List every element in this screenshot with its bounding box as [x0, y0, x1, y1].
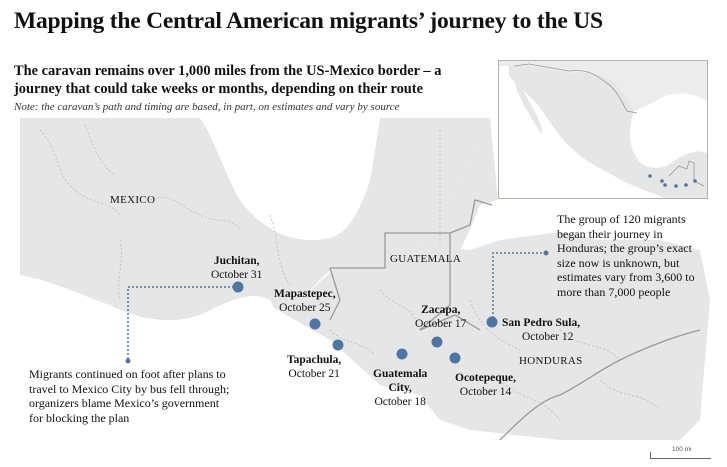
- stop-label-san-pedro-sula: San Pedro Sula, October 12: [502, 316, 580, 344]
- stop-city: Ocotepeque,: [455, 372, 517, 384]
- scale-bar-label: 100 mi: [672, 446, 692, 453]
- inset-locator-map: [498, 60, 708, 199]
- stop-city: Tapachula,: [287, 354, 342, 366]
- inset-map-graphic: [499, 61, 707, 198]
- juchitan-leader-dot: [125, 358, 131, 364]
- stop-marker-juchitan: [232, 281, 244, 293]
- inset-stop-markers: [648, 174, 697, 188]
- stop-markers: [232, 281, 498, 364]
- stop-city: Guatemala: [373, 368, 428, 380]
- stop-label-tapachula: Tapachula, October 21: [287, 353, 341, 381]
- stop-city: Mapastepec,: [274, 288, 336, 300]
- yucatan-land: [380, 118, 498, 250]
- stop-date: October 17: [415, 318, 467, 330]
- scale-bar: [650, 452, 711, 459]
- annotation-juchitan: Migrants continued on foot after plans t…: [29, 367, 230, 425]
- honduras-leader-line: [492, 252, 546, 322]
- stop-label-zacapa: Zacapa, October 17: [415, 303, 466, 331]
- stop-label-guatemala-city: Guatemala City, October 18: [373, 367, 427, 409]
- stop-marker-zacapa: [431, 336, 443, 348]
- country-label-guatemala: GUATEMALA: [390, 253, 462, 265]
- stop-date: October 21: [288, 368, 340, 380]
- annotation-honduras: The group of 120 migrants began their jo…: [557, 212, 695, 299]
- stop-date: October 14: [459, 386, 512, 398]
- stop-marker-guatemala-city: [396, 348, 408, 360]
- stop-city: City,: [388, 382, 412, 394]
- stop-date: October 25: [279, 302, 331, 314]
- stop-marker-tapachula: [332, 339, 344, 351]
- stop-label-juchitan: Juchitan, October 31: [211, 254, 262, 282]
- stop-label-mapastepec: Mapastepec, October 25: [274, 287, 336, 315]
- juchitan-leader-line: [127, 286, 238, 362]
- mexico-land: [20, 118, 480, 330]
- page-title: Mapping the Central American migrants’ j…: [14, 8, 603, 34]
- stop-city: Zacapa,: [421, 304, 461, 316]
- pacific-water: [0, 280, 727, 467]
- stop-marker-mapastepec: [309, 318, 321, 330]
- stop-date: October 12: [522, 331, 574, 343]
- stop-date: October 18: [374, 396, 426, 408]
- stop-marker-san-pedro-sula: [486, 316, 498, 328]
- state-borders: [39, 124, 661, 421]
- stop-city: Juchitan,: [213, 255, 260, 267]
- honduras-leader-dot: [543, 250, 549, 256]
- country-borders: [329, 199, 701, 441]
- note: Note: the caravan’s path and timing are …: [14, 101, 400, 113]
- country-label-honduras: HONDURAS: [519, 355, 583, 367]
- stop-date: October 31: [211, 269, 263, 281]
- stop-city: San Pedro Sula,: [502, 317, 581, 329]
- subtitle: The caravan remains over 1,000 miles fro…: [14, 63, 442, 97]
- stop-marker-ocotepeque: [449, 352, 461, 364]
- country-label-mexico: MEXICO: [110, 194, 156, 206]
- stop-label-ocotepeque: Ocotepeque, October 14: [455, 371, 516, 399]
- gulf-water: [200, 118, 380, 239]
- central-america-land: [270, 232, 710, 440]
